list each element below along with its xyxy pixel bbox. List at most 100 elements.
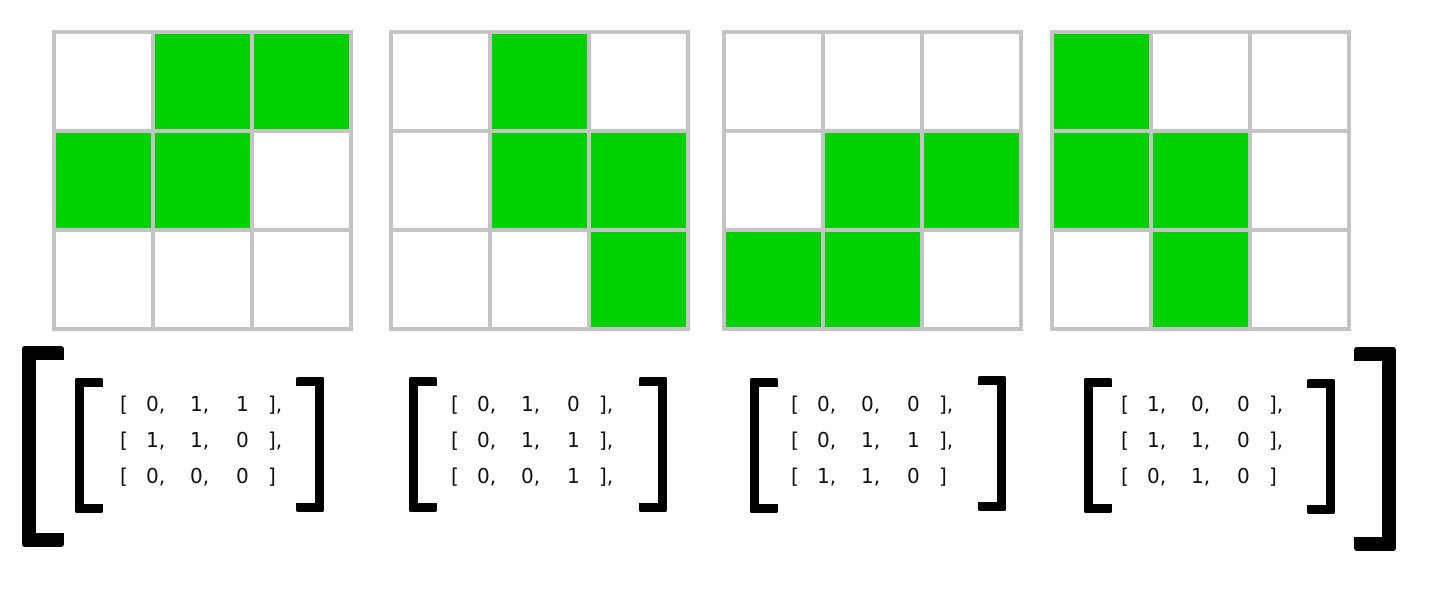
matrix-1-left-bracket (75, 378, 103, 513)
row-open-bracket: [ (791, 464, 799, 488)
matrix-1-right-bracket (296, 377, 324, 512)
row-open-bracket: [ (1121, 464, 1129, 488)
matrix-value: 1, (521, 392, 541, 416)
matrix-value: 0, (477, 464, 497, 488)
row-close-bracket: ], (599, 464, 614, 488)
row-open-bracket: [ (120, 428, 128, 452)
empty-cell (393, 133, 488, 228)
matrix-value: 0 (236, 428, 249, 452)
grid-2 (389, 30, 690, 331)
grid-4 (1050, 30, 1351, 331)
matrix-value: 1 (236, 392, 249, 416)
matrix-value: 0 (1237, 392, 1250, 416)
row-close-bracket: ], (939, 428, 954, 452)
matrix-3-left-bracket (750, 378, 778, 513)
empty-cell (726, 133, 821, 228)
filled-cell (591, 133, 686, 228)
filled-cell (155, 34, 250, 129)
row-open-bracket: [ (1121, 392, 1129, 416)
matrix-value: 1, (861, 428, 881, 452)
matrix-value: 0, (146, 464, 166, 488)
empty-cell (56, 34, 151, 129)
matrix-value: 1, (1147, 392, 1167, 416)
matrix-value: 0 (1237, 428, 1250, 452)
matrix-2-right-bracket (639, 377, 667, 512)
row-close-bracket: ], (599, 392, 614, 416)
empty-cell (1252, 34, 1347, 129)
filled-cell (1054, 34, 1149, 129)
matrix-value: 1, (1191, 428, 1211, 452)
row-open-bracket: [ (791, 428, 799, 452)
row-close-bracket: ] (939, 464, 947, 488)
filled-cell (492, 34, 587, 129)
matrix-value: 1 (567, 464, 580, 488)
row-open-bracket: [ (120, 392, 128, 416)
matrix-value: 0 (907, 464, 920, 488)
matrix-4-right-bracket (1307, 379, 1335, 514)
row-close-bracket: ], (599, 428, 614, 452)
matrix-value: 1, (146, 428, 166, 452)
matrix-value: 0, (146, 392, 166, 416)
filled-cell (155, 133, 250, 228)
empty-cell (393, 34, 488, 129)
filled-cell (1054, 133, 1149, 228)
filled-cell (591, 232, 686, 327)
matrix-3-right-bracket (978, 376, 1006, 511)
matrix-value: 1, (521, 428, 541, 452)
row-close-bracket: ], (268, 392, 283, 416)
row-open-bracket: [ (120, 464, 128, 488)
matrix-value: 0 (236, 464, 249, 488)
filled-cell (1153, 232, 1248, 327)
empty-cell (924, 34, 1019, 129)
matrix-value: 0, (1191, 392, 1211, 416)
matrix-value: 1, (1147, 428, 1167, 452)
matrix-2-left-bracket (409, 377, 437, 512)
matrix-value: 1 (907, 428, 920, 452)
empty-cell (1153, 34, 1248, 129)
row-close-bracket: ], (939, 392, 954, 416)
matrix-value: 1, (817, 464, 837, 488)
row-open-bracket: [ (1121, 428, 1129, 452)
empty-cell (1252, 232, 1347, 327)
matrix-value: 1 (567, 428, 580, 452)
filled-cell (924, 133, 1019, 228)
row-open-bracket: [ (451, 464, 459, 488)
row-open-bracket: [ (451, 428, 459, 452)
matrix-value: 1, (1191, 464, 1211, 488)
matrix-value: 1, (190, 428, 210, 452)
matrix-value: 0, (190, 464, 210, 488)
matrix-value: 0, (477, 428, 497, 452)
empty-cell (254, 232, 349, 327)
matrix-value: 0, (861, 392, 881, 416)
empty-cell (393, 232, 488, 327)
empty-cell (726, 34, 821, 129)
row-close-bracket: ], (1269, 428, 1284, 452)
matrix-value: 1, (861, 464, 881, 488)
row-close-bracket: ], (268, 428, 283, 452)
outer-left-bracket (22, 346, 64, 547)
matrix-value: 0, (817, 428, 837, 452)
row-open-bracket: [ (791, 392, 799, 416)
matrix-value: 0, (521, 464, 541, 488)
matrix-value: 0 (907, 392, 920, 416)
empty-cell (825, 34, 920, 129)
matrix-value: 0 (1237, 464, 1250, 488)
matrix-value: 0, (1147, 464, 1167, 488)
empty-cell (924, 232, 1019, 327)
matrix-value: 0 (567, 392, 580, 416)
row-close-bracket: ] (1269, 464, 1277, 488)
row-open-bracket: [ (451, 392, 459, 416)
empty-cell (591, 34, 686, 129)
matrix-4-left-bracket (1084, 378, 1112, 513)
filled-cell (1153, 133, 1248, 228)
grid-3 (722, 30, 1023, 331)
filled-cell (726, 232, 821, 327)
matrix-value: 0, (817, 392, 837, 416)
empty-cell (56, 232, 151, 327)
grid-1 (52, 30, 353, 331)
filled-cell (254, 34, 349, 129)
row-close-bracket: ], (1269, 392, 1284, 416)
empty-cell (1252, 133, 1347, 228)
filled-cell (56, 133, 151, 228)
empty-cell (254, 133, 349, 228)
